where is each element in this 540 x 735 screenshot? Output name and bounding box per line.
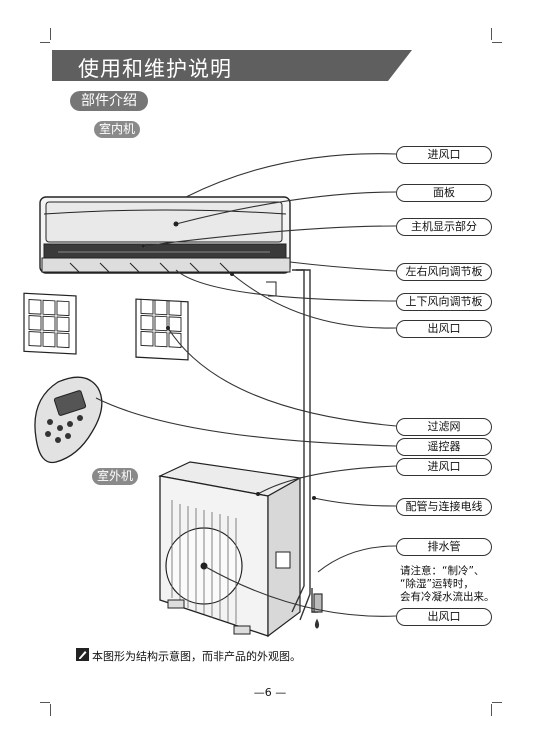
callout-outdoor-air-inlet: 进风口	[396, 458, 492, 476]
crop-mark-br-v	[491, 704, 492, 716]
callout-panel: 面板	[396, 184, 492, 202]
indoor-unit	[39, 196, 291, 297]
filter-left	[23, 292, 77, 355]
drain-note: 请注意：“制冷”、 “除湿”运转时， 会有冷凝水流出来。	[400, 565, 510, 604]
pencil-icon	[76, 648, 89, 661]
callout-vertical-louver: 上下风向调节板	[396, 293, 492, 311]
drain-note-line: 请注意：“制冷”、	[400, 565, 485, 577]
title-band	[52, 50, 412, 81]
callout-filter: 过滤网	[396, 418, 492, 436]
section-heading: 部件介绍	[70, 91, 148, 111]
remote-controller	[34, 376, 103, 464]
crop-mark-tr	[492, 42, 502, 43]
callout-remote: 遥控器	[396, 438, 492, 456]
drain-pipe	[313, 593, 323, 629]
drain-note-line: 会有冷凝水流出来。	[400, 591, 495, 603]
callout-indoor-air-inlet: 进风口	[396, 146, 492, 164]
crop-mark-br	[492, 702, 502, 703]
crop-mark-tl-v	[50, 28, 51, 40]
footnote: 本图形为结构示意图，而非产品的外观图。	[92, 650, 301, 663]
page-number: —6 —	[253, 686, 287, 699]
callout-drain-pipe: 排水管	[396, 538, 492, 556]
drain-note-line: “除湿”运转时，	[400, 578, 474, 590]
callout-outdoor-air-outlet: 出风口	[396, 608, 492, 626]
callout-horizontal-louver: 左右风向调节板	[396, 263, 492, 281]
outdoor-unit	[158, 461, 302, 638]
callout-indoor-air-outlet: 出风口	[396, 320, 492, 338]
callout-piping: 配管与连接电线	[396, 498, 492, 516]
crop-mark-bl	[40, 702, 50, 703]
filter-right	[135, 298, 189, 361]
crop-mark-tr-v	[491, 28, 492, 40]
leader-lines	[95, 153, 397, 617]
callout-display: 主机显示部分	[396, 218, 492, 236]
louver-slots	[69, 262, 231, 274]
crop-mark-bl-v	[50, 704, 51, 716]
page-title: 使用和维护说明	[78, 57, 232, 81]
outdoor-unit-label: 室外机	[92, 468, 138, 485]
leader-dots	[141, 222, 316, 568]
crop-mark-tl	[40, 42, 50, 43]
indoor-unit-label: 室内机	[94, 121, 140, 138]
